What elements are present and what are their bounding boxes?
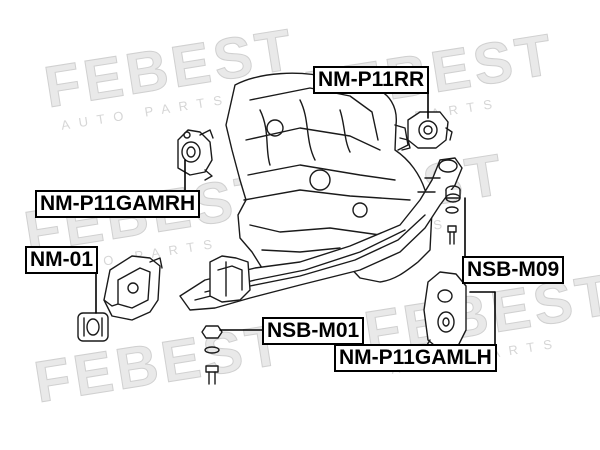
leader-lines [95,89,496,345]
label-right-mount[interactable]: NM-P11GAMRH [35,190,201,218]
engine-block-outline [225,72,433,283]
right-engine-mount-part [177,129,214,181]
bolt-m09-part [445,185,461,245]
rear-mount-part [399,111,453,151]
label-bolt-m01[interactable]: NSB-M01 [262,317,365,345]
bushing-part [77,312,109,342]
label-bolt-m09[interactable]: NSB-M09 [462,256,565,284]
label-rear-mount[interactable]: NM-P11RR [313,66,430,94]
label-bracket-mount[interactable]: NM-01 [25,246,99,274]
bracket-mount-part [103,255,163,321]
bolt-m01-part [201,325,223,385]
label-left-mount[interactable]: NM-P11GAMLH [334,344,497,372]
center-bracket-part [209,255,251,303]
